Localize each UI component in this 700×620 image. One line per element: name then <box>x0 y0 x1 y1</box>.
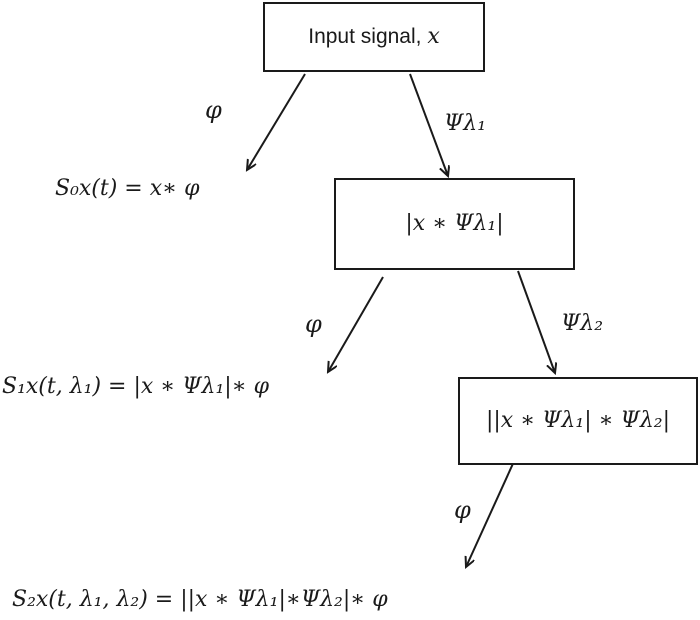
input-signal-label: Input signal, x <box>308 26 440 48</box>
edge-label-phi-2: φ <box>454 496 471 524</box>
input-signal-variable: x <box>427 24 440 49</box>
output-s2: S₂x(t, λ₁, λ₂) = ||x ∗ Ψλ₁|∗Ψλ₂|∗ φ <box>12 587 388 612</box>
output-s1: S₁x(t, λ₁) = |x ∗ Ψλ₁|∗ φ <box>2 374 270 399</box>
arrow-input-to-s0 <box>247 73 306 170</box>
arrow-input-to-first-modulus <box>409 73 448 176</box>
edge-label-psi-2: Ψλ₂ <box>561 311 604 336</box>
arrow-first-modulus-to-s1 <box>328 276 384 372</box>
input-signal-box: Input signal, x <box>263 2 485 72</box>
first-modulus-box: |x ∗ Ψλ₁| <box>334 178 575 270</box>
arrow-second-modulus-to-s2 <box>466 445 522 567</box>
edge-label-phi-1: φ <box>305 310 322 338</box>
second-modulus-box: ||x ∗ Ψλ₁| ∗ Ψλ₂| <box>458 377 698 465</box>
input-signal-text: Input signal, <box>308 25 428 48</box>
second-modulus-label: ||x ∗ Ψλ₁| ∗ Ψλ₂| <box>485 408 671 433</box>
edge-label-phi-0: φ <box>205 96 222 124</box>
edge-label-psi-1: Ψλ₁ <box>444 111 487 136</box>
first-modulus-label: |x ∗ Ψλ₁| <box>405 211 504 236</box>
output-s0: S₀x(t) = x∗ φ <box>55 176 200 201</box>
arrow-first-modulus-to-second-modulus <box>517 270 555 373</box>
